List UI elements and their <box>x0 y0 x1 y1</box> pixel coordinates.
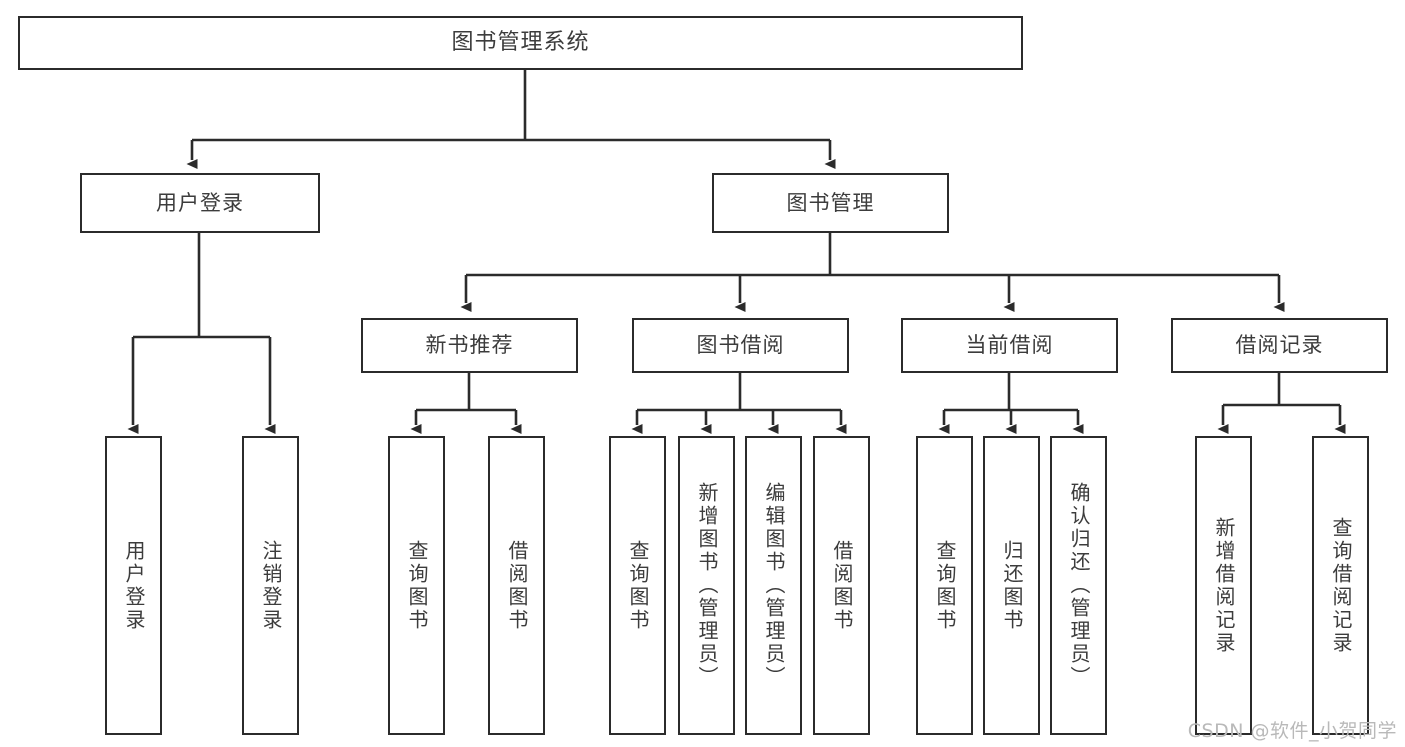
node-label: 图书借阅 <box>696 333 785 358</box>
node-book-borrow[interactable]: 图书借阅 <box>632 318 849 373</box>
node-label: 用户登录 <box>122 539 146 632</box>
node-label: 确认归还（管理员） <box>1067 482 1091 689</box>
node-label: 编辑图书（管理员） <box>762 482 786 689</box>
node-leaf-borrow-book-1[interactable]: 借阅图书 <box>488 436 545 735</box>
node-leaf-add-book[interactable]: 新增图书（管理员） <box>678 436 735 735</box>
node-label: 归还图书 <box>1000 539 1024 632</box>
node-leaf-user-logout[interactable]: 注销登录 <box>242 436 299 735</box>
node-label: 借阅记录 <box>1235 333 1324 358</box>
node-book-manage[interactable]: 图书管理 <box>712 173 949 233</box>
node-leaf-query-book-1[interactable]: 查询图书 <box>388 436 445 735</box>
node-leaf-edit-book[interactable]: 编辑图书（管理员） <box>745 436 802 735</box>
node-leaf-borrow-book-2[interactable]: 借阅图书 <box>813 436 870 735</box>
node-label: 查询图书 <box>626 539 650 632</box>
node-leaf-confirm-return[interactable]: 确认归还（管理员） <box>1050 436 1107 735</box>
node-label: 注销登录 <box>259 539 283 632</box>
node-label: 查询图书 <box>933 539 957 632</box>
node-label: 新增借阅记录 <box>1212 516 1236 655</box>
node-label: 查询图书 <box>405 539 429 632</box>
node-label: 当前借阅 <box>965 333 1054 358</box>
node-label: 新增图书（管理员） <box>695 482 719 689</box>
node-label: 借阅图书 <box>830 539 854 632</box>
node-leaf-return-book[interactable]: 归还图书 <box>983 436 1040 735</box>
node-current-borrow[interactable]: 当前借阅 <box>901 318 1118 373</box>
node-leaf-query-book-2[interactable]: 查询图书 <box>609 436 666 735</box>
node-label: 图书管理 <box>786 190 875 215</box>
node-leaf-user-login[interactable]: 用户登录 <box>105 436 162 735</box>
node-user-login[interactable]: 用户登录 <box>80 173 320 233</box>
node-label: 新书推荐 <box>425 333 514 358</box>
node-leaf-query-record[interactable]: 查询借阅记录 <box>1312 436 1369 735</box>
node-leaf-query-book-3[interactable]: 查询图书 <box>916 436 973 735</box>
node-label: 借阅图书 <box>505 539 529 632</box>
node-new-book-recommend[interactable]: 新书推荐 <box>361 318 578 373</box>
node-label: 查询借阅记录 <box>1329 516 1353 655</box>
node-label: 图书管理系统 <box>451 30 590 56</box>
csdn-watermark: CSDN @软件_小贺同学 <box>1187 720 1397 742</box>
node-label: 用户登录 <box>156 190 244 215</box>
node-root[interactable]: 图书管理系统 <box>18 16 1023 70</box>
node-borrow-record[interactable]: 借阅记录 <box>1171 318 1388 373</box>
node-leaf-add-record[interactable]: 新增借阅记录 <box>1195 436 1252 735</box>
